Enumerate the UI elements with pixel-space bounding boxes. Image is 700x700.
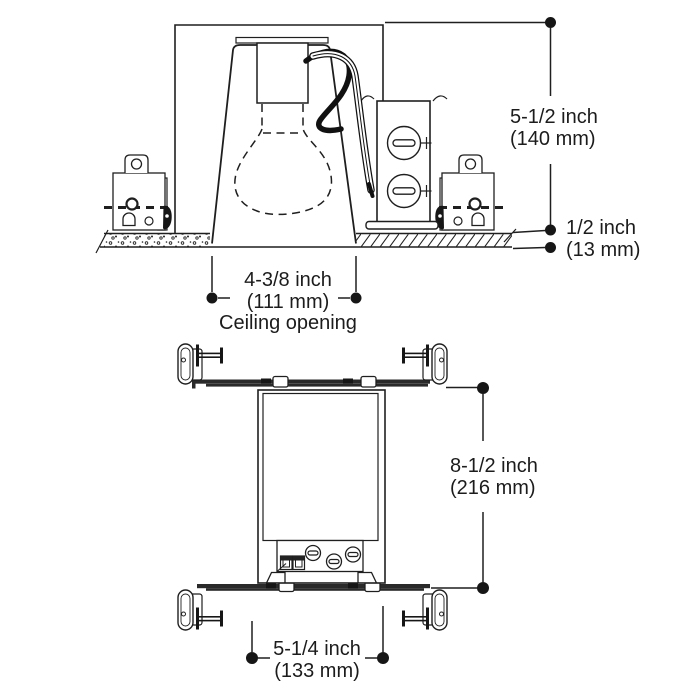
label-ceiling-thickness: 1/2 inch (13 mm) [566,217,641,261]
ceiling-opening-value: 4-3/8 inch [244,269,332,291]
ceiling-thickness-value: 1/2 inch [566,217,637,239]
break-squiggle-right [432,95,448,102]
frame-width-value: 5-1/4 inch [273,638,361,660]
dim-housing-height [385,17,556,225]
label-frame-length: 8-1/2 inch (216 mm) [450,455,538,499]
junction-box-side [360,95,448,230]
bracket-bottom-right [401,589,448,631]
housing-plan [257,389,386,584]
foot-right [357,571,378,584]
foot-left [265,571,286,584]
dim-ceiling-opening [206,256,362,304]
ceiling-opening-caption: Ceiling opening [219,312,357,334]
break-squiggle-left [360,95,375,102]
label-housing-height: 5-1/2 inch (140 mm) [510,106,598,150]
right-nailer-bracket [433,153,505,232]
frame-width-metric: (133 mm) [274,659,360,682]
ceiling-thickness-metric: (13 mm) [566,238,641,261]
dim-ceiling-thickness [512,224,556,253]
junction-box-base [365,220,439,230]
socket-cup [256,42,309,104]
dim-frame-width [246,606,389,664]
frame-length-value: 8-1/2 inch [450,455,538,477]
housing-height-metric: (140 mm) [510,127,596,150]
left-nailer-bracket [102,153,174,232]
wire-end-tip [367,182,375,198]
dim-frame-length [431,382,489,594]
bracket-top-right [401,343,448,385]
frame-length-metric: (216 mm) [450,476,536,499]
ceiling-left [95,229,210,254]
can-top-trim [235,36,329,44]
wire-clamps [279,555,306,571]
plan-view [177,343,489,664]
bracket-top-left [177,343,224,385]
label-frame-width: 5-1/4 inch (133 mm) [237,638,397,682]
housing-height-value: 5-1/2 inch [510,106,598,128]
recessed-can [211,36,357,244]
ceiling-opening-metric: (111 mm) [246,290,330,313]
housing-frame [174,24,384,233]
hanger-rail-top [192,375,430,389]
ceiling-right [356,228,517,247]
label-ceiling-opening: 4-3/8 inch (111 mm) Ceiling opening [207,269,369,335]
bracket-bottom-left [177,589,224,631]
wires [303,48,375,198]
lamp-bulb-dashed [234,104,333,216]
side-view [95,17,556,304]
